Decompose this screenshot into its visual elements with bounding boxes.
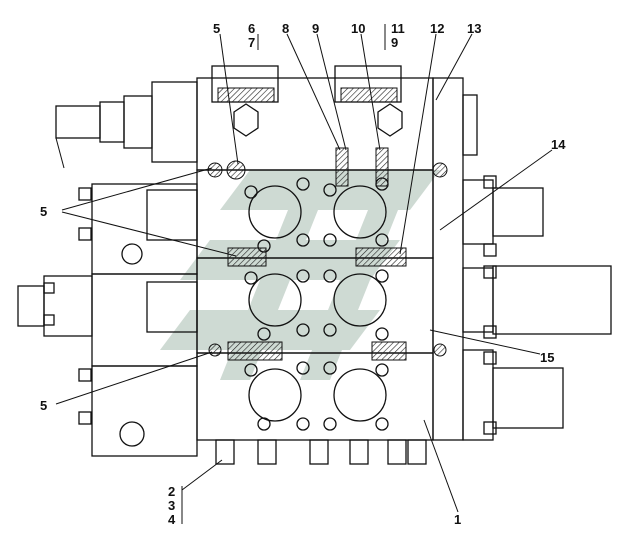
left-bolt-4 — [78, 411, 92, 425]
right-cylinder-low — [492, 367, 564, 429]
left-actuator-nut — [123, 95, 153, 149]
hex-plug-right — [377, 103, 403, 137]
callout-14: 14 — [551, 137, 566, 152]
bottom-fitting-6 — [407, 439, 427, 465]
callout-15: 15 — [540, 350, 554, 365]
left-stub — [17, 285, 45, 327]
right-cylinder — [492, 265, 612, 335]
left-actuator-low — [146, 281, 198, 333]
callout-2: 2 — [168, 484, 175, 499]
left-bolt-1 — [78, 187, 92, 201]
callout-12: 12 — [430, 21, 444, 36]
bottom-fitting-5 — [387, 439, 407, 465]
callout-5-top: 5 — [213, 21, 220, 36]
port-circle-2 — [333, 185, 387, 239]
port-circle-3 — [248, 273, 302, 327]
leader-lines — [55, 24, 553, 524]
port-circle-6 — [333, 368, 387, 422]
left-bolt-3 — [78, 368, 92, 382]
bottom-fitting-4 — [349, 439, 369, 465]
callout-5-mid: 5 — [40, 204, 47, 219]
left-actuator-mid — [146, 189, 198, 241]
left-plate-bottom — [91, 365, 198, 457]
left-stub-bolt-bottom — [43, 314, 55, 326]
callout-4: 4 — [168, 512, 176, 527]
port-circle-4 — [333, 273, 387, 327]
right-actuator-upper-body — [462, 179, 494, 245]
callout-7: 7 — [248, 35, 255, 50]
callout-6: 6 — [248, 21, 255, 36]
right-actuator-upper-coil — [492, 187, 544, 237]
callouts: 5 6 7 8 9 10 11 9 12 13 14 15 5 5 2 3 4 … — [40, 21, 566, 527]
left-plate-hole-2 — [121, 243, 143, 265]
callout-3: 3 — [168, 498, 175, 513]
seal-sections — [207, 87, 448, 361]
left-plate-hole — [119, 421, 145, 447]
hex-plug-left — [233, 103, 259, 137]
left-end-cap — [43, 275, 93, 337]
bottom-fitting-1 — [215, 439, 235, 465]
callout-9: 9 — [312, 21, 319, 36]
callout-13: 13 — [467, 21, 481, 36]
port-circle-5 — [248, 368, 302, 422]
left-actuator-body — [151, 81, 198, 163]
callout-1: 1 — [454, 512, 461, 527]
left-actuator-connector — [55, 105, 101, 139]
callout-11: 11 — [391, 21, 405, 36]
port-circle-1 — [248, 185, 302, 239]
callout-11-9: 9 — [391, 35, 398, 50]
left-plate-lower — [91, 273, 198, 367]
linework — [17, 65, 612, 465]
top-right-end — [462, 94, 478, 156]
left-actuator-coil — [99, 101, 125, 143]
bottom-fitting-2 — [257, 439, 277, 465]
callout-5-bottom: 5 — [40, 398, 47, 413]
callout-10: 10 — [351, 21, 365, 36]
callout-8: 8 — [282, 21, 289, 36]
bottom-fitting-3 — [309, 439, 329, 465]
left-bolt-2 — [78, 227, 92, 241]
left-stub-bolt-top — [43, 282, 55, 294]
right-housing — [432, 77, 464, 441]
